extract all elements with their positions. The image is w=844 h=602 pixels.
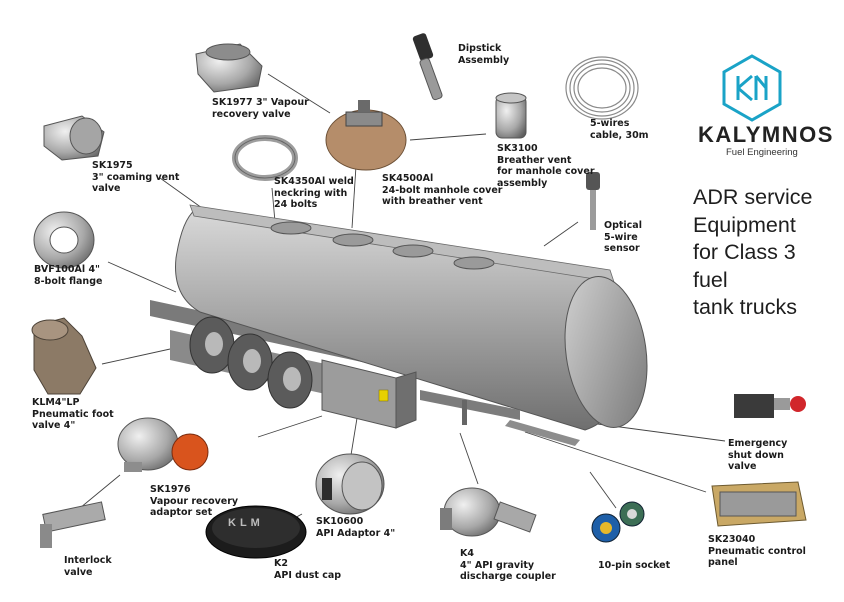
sk3100-breather-image [495, 92, 527, 139]
headline: ADR service Equipment for Class 3 fuel t… [693, 184, 812, 322]
headline-line: fuel [693, 267, 728, 292]
socket-image [591, 501, 645, 543]
sk1976-adaptor-image [117, 417, 209, 472]
headline-line: ADR service [693, 185, 813, 209]
sk23040-panel-image [711, 481, 807, 527]
klm4lp-valve-image [31, 317, 97, 395]
sk4350-neckring-image [232, 135, 298, 181]
dipstick-image [412, 33, 443, 101]
headline-line: Equipment [693, 212, 796, 237]
k4-coupler-image [440, 487, 537, 537]
sk1975-vent-image [43, 115, 105, 161]
leader-lines [79, 73, 726, 526]
k2-dust-cap-image [205, 505, 307, 559]
cap-marking: KLM [228, 517, 264, 529]
sk1977-valve-image [195, 43, 263, 93]
kalymnos-logo [722, 54, 782, 122]
brand-tagline: Fuel Engineering [726, 147, 798, 158]
cable-coil-image [565, 56, 639, 120]
bvf100-flange-image [33, 211, 95, 269]
emergency-valve-image [734, 394, 806, 418]
brand-name: KALYMNOS [698, 122, 834, 147]
label-bvf100: BVF100Al 4"8-bolt flange [34, 264, 103, 287]
optical-sensor-image [586, 172, 600, 230]
label-socket: 10-pin socket [598, 560, 671, 571]
headline-line: tank trucks [693, 295, 797, 319]
headline-line: for Class 3 [693, 240, 796, 264]
sk4500-manhole-image [325, 100, 407, 171]
tank-trailer [150, 204, 648, 446]
sk10600-adaptor-image [315, 453, 385, 515]
interlock-valve-image [40, 501, 106, 548]
